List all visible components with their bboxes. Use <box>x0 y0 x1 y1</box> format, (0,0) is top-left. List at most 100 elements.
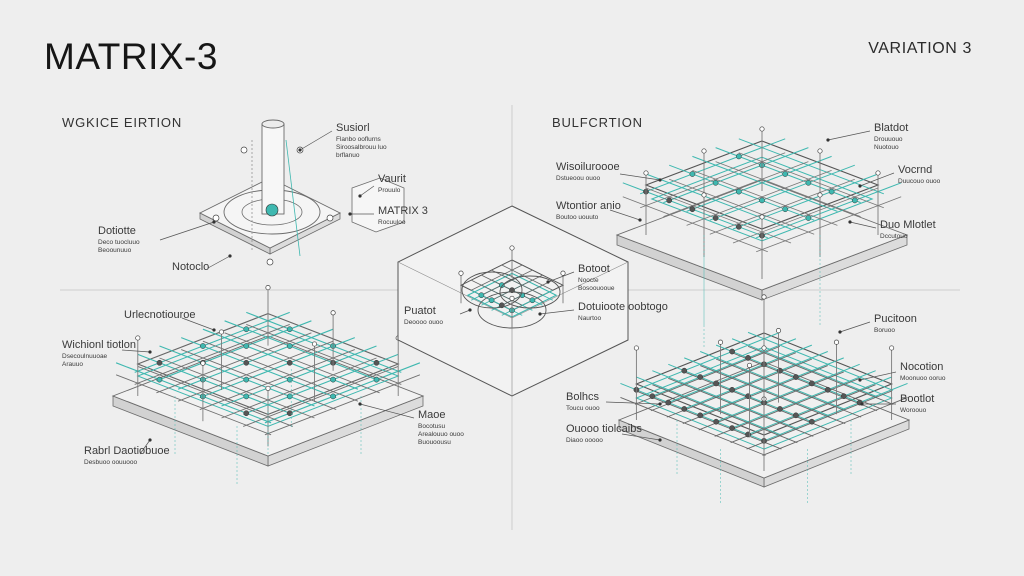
connector-node <box>286 326 293 333</box>
post-cap <box>717 339 724 345</box>
grid-rail <box>682 351 828 410</box>
callout-sublabel: Diaoo ooooo <box>566 437 603 444</box>
post-cap <box>509 245 515 251</box>
post-cap <box>200 360 206 366</box>
connector-node <box>373 376 380 383</box>
hex-edge <box>397 261 513 319</box>
leader-dot <box>838 330 842 334</box>
post-cap <box>761 294 767 300</box>
grid-rail <box>686 170 832 226</box>
callout-label: Ouooo tiolcaibs <box>566 423 642 435</box>
grid-rail <box>715 358 862 418</box>
callout-sublabel: Nuotouo <box>874 144 899 151</box>
grid-rail <box>650 352 797 412</box>
callout-label: Urlecnotiouroe <box>124 309 196 321</box>
leader-dot <box>546 280 550 284</box>
callout-sublabel: Moonuoo ooruo <box>900 375 946 382</box>
leader-dot <box>468 308 472 312</box>
leader-line <box>159 221 215 241</box>
leader-dot <box>348 212 352 216</box>
callout-label: Susiorl <box>336 122 370 134</box>
leader-dot <box>358 194 362 198</box>
assembly-module-top <box>615 126 909 347</box>
grid-rail <box>731 338 878 398</box>
post-cap <box>701 192 707 198</box>
connector-node <box>156 376 163 383</box>
grid-rail <box>181 349 337 411</box>
callout-label: Nocotion <box>900 361 943 373</box>
callout-sublabel: Drouuouo <box>874 136 903 143</box>
callout-label: Maoe <box>418 409 446 421</box>
grid-rail <box>243 353 399 415</box>
connector-node <box>713 380 720 387</box>
connector-node <box>782 206 789 213</box>
connector-node <box>729 348 735 355</box>
grid-rail <box>650 338 797 398</box>
callout-sublabel: Boruoo <box>874 327 895 334</box>
callout-sublabel: Dccutouo <box>880 233 908 240</box>
grid-rail <box>471 264 523 291</box>
grid-rail <box>731 352 878 412</box>
post-cap <box>875 170 881 176</box>
grid-rail <box>501 279 553 306</box>
spindle-hub <box>265 203 279 217</box>
grid-rail <box>177 340 334 402</box>
grid-rail <box>663 161 809 217</box>
connector-node <box>712 179 719 186</box>
connector-node <box>809 418 815 425</box>
grid-rail <box>692 170 838 226</box>
grid-rail <box>747 331 894 391</box>
grid-rail <box>636 390 782 450</box>
leader-dot <box>826 138 830 142</box>
grid-rail <box>652 384 798 444</box>
callout-sublabel: Prouulo <box>378 187 401 194</box>
connector-node <box>793 412 799 419</box>
grid-rail <box>700 365 846 424</box>
connector-node <box>243 410 250 417</box>
assembly-matrix-right <box>617 294 911 504</box>
connector-node <box>330 376 336 383</box>
grid-rail <box>137 353 293 415</box>
leader-line <box>359 403 415 419</box>
connector-node <box>649 393 656 400</box>
mount-screw <box>326 214 334 222</box>
grid-rail <box>202 340 359 402</box>
connector-node <box>689 171 696 177</box>
leader-dot <box>212 220 216 224</box>
callout-label: Pucitoon <box>874 313 917 325</box>
grid-rail <box>668 363 814 423</box>
grid-rail <box>746 376 892 436</box>
side-housing <box>351 177 405 233</box>
callout-label: Bootlot <box>900 393 934 405</box>
callout-sublabel: Boutoo uouuto <box>556 214 599 221</box>
callout-label: Notoclo <box>172 261 209 273</box>
grid-rail <box>714 363 860 423</box>
post-cap <box>759 214 765 220</box>
callout-sublabel: Arauuo <box>62 361 83 368</box>
leader-dot <box>848 220 852 224</box>
grid-rail <box>663 147 809 204</box>
grid-rail <box>224 320 380 382</box>
leader-line <box>859 172 895 187</box>
connector-node <box>665 399 672 406</box>
leader-dot <box>858 184 862 188</box>
grid-rail <box>491 269 543 296</box>
leader-line <box>181 317 215 331</box>
grid-rail <box>714 377 860 437</box>
leader-line <box>609 209 641 221</box>
post-cap <box>633 345 639 351</box>
callout-label: Wtontior anio <box>556 200 621 212</box>
callout-sublabel: brflanuo <box>336 152 360 159</box>
connector-node <box>243 343 250 349</box>
post-cap <box>135 335 141 341</box>
callout-label: Dotuioote oobtogo <box>578 301 668 313</box>
leader-dot <box>638 218 642 222</box>
connector-node <box>805 215 812 221</box>
grid-rail <box>730 384 876 444</box>
callout-sublabel: Flanbo ooflurns <box>336 136 382 143</box>
